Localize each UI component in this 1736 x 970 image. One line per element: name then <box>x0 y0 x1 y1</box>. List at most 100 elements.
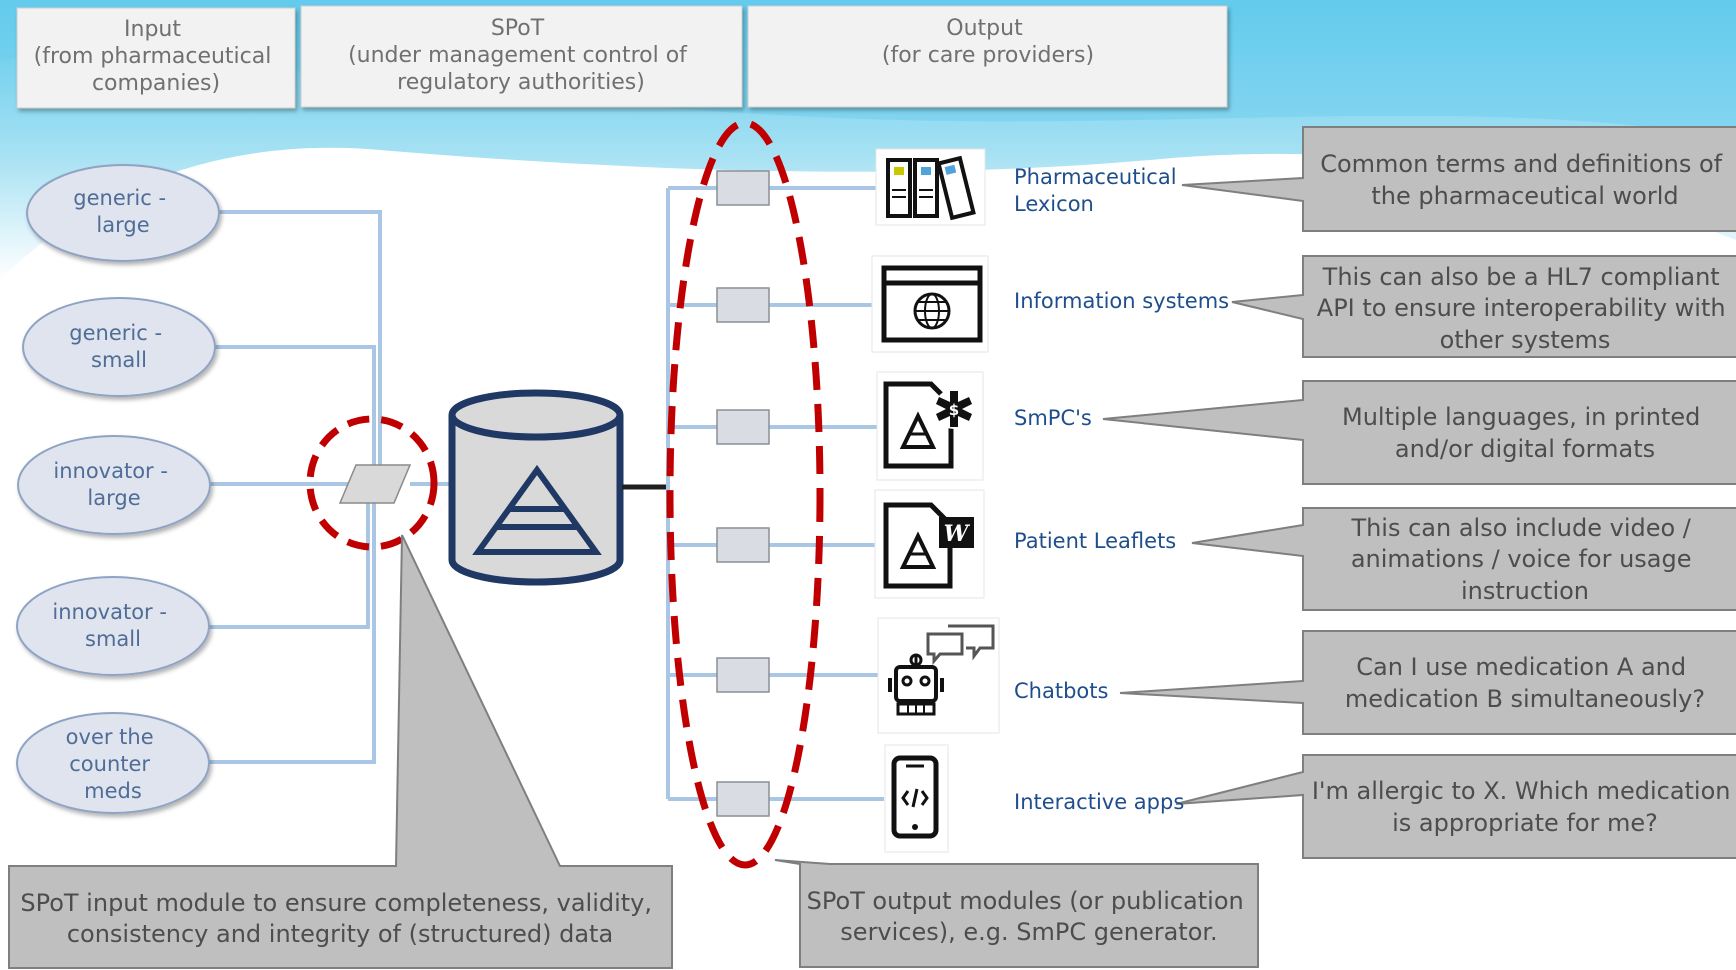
input-module-shape <box>338 464 412 504</box>
callout-information-systems: This can also be a HL7 compliant API to … <box>1231 255 1736 358</box>
callout-text-line: SPoT output modules (or publication <box>807 887 1244 915</box>
input-innovator-small: innovator - small <box>16 576 210 676</box>
output-modules-highlight <box>666 119 824 869</box>
svg-text:innovator - small: innovator - small <box>52 600 173 651</box>
input-label-line: large <box>96 213 149 237</box>
callout-text-line: the pharmaceutical world <box>1371 182 1678 210</box>
callout-text-line: Multiple languages, in printed <box>1342 403 1700 431</box>
input-innovator-large: innovator - large <box>17 435 211 535</box>
output-label-pharmaceutical-lexicon: Pharmaceutical <box>1014 165 1177 189</box>
callout-chatbots: Can I use medication A and medication B … <box>1119 630 1736 735</box>
input-label-line: meds <box>84 779 142 803</box>
input-module-highlight <box>306 415 438 551</box>
spot-database-icon <box>448 389 624 586</box>
output-modules <box>716 170 770 817</box>
callout-text-line: Can I use medication A and <box>1356 653 1686 681</box>
svg-text:This can also include video /: This can also include video / animations… <box>1350 514 1699 605</box>
header-input-line-2: (from pharmaceutical <box>34 44 272 69</box>
right-callouts: Common terms and definitions of the phar… <box>1102 126 1736 859</box>
output-label-information-systems: Information systems <box>1014 289 1229 313</box>
pyramid-logo-icon <box>472 464 602 555</box>
mobile-code-icon <box>884 744 949 853</box>
callout-text-line: services), e.g. SmPC generator. <box>840 918 1217 946</box>
svg-text:over the counter: over the counter meds <box>66 725 161 803</box>
input-label-line: small <box>85 627 141 651</box>
callout-text-line: is appropriate for me? <box>1392 809 1658 837</box>
svg-text:Can I use medication A and: Can I use medication A and medication B … <box>1345 653 1705 713</box>
svg-text:SPoT output modules (or public: SPoT output modules (or publication serv… <box>807 887 1252 946</box>
callout-smpc: Multiple languages, in printed and/or di… <box>1102 380 1736 485</box>
svg-text:SPoT input module to ensure co: SPoT input module to ensure completeness… <box>20 889 659 948</box>
input-label-line: innovator - <box>53 459 168 483</box>
callout-text-line: I'm allergic to X. Which medication <box>1312 777 1731 805</box>
callout-text-line: This can also include video / <box>1350 514 1691 542</box>
bottom-callout-output-modules: SPoT output modules (or publication serv… <box>774 859 1259 968</box>
header-output <box>747 5 1228 108</box>
output-module-box <box>716 657 770 693</box>
robot-chat-icon <box>877 617 1000 734</box>
output-connectors <box>666 186 884 801</box>
word-document-icon: W <box>874 489 985 599</box>
output-label-patient-leaflets: Patient Leaflets <box>1014 529 1176 553</box>
callout-text-line: SPoT input module to ensure completeness… <box>20 889 652 917</box>
callout-text-line: other systems <box>1440 326 1611 354</box>
output-module-box <box>716 781 770 817</box>
callout-patient-leaflets: This can also include video / animations… <box>1191 507 1736 611</box>
svg-text:Multiple languages, in printed: Multiple languages, in printed and/or di… <box>1342 403 1708 463</box>
callout-text-line: instruction <box>1461 577 1589 605</box>
output-label-interactive-apps: Interactive apps <box>1014 790 1184 814</box>
header-output-line-1: Output <box>946 16 1023 41</box>
output-label-smpcs: SmPC's <box>1014 406 1092 430</box>
header-row: Input (from pharmaceutical companies) SP… <box>16 5 1228 109</box>
svg-text:Common terms and definitions o: Common terms and definitions of the phar… <box>1320 150 1730 210</box>
callout-text-line: API to ensure interoperability with <box>1317 294 1726 322</box>
svg-text:Input (from pharmaceutic: Input (from pharmaceutical companies) <box>34 17 279 96</box>
input-label-line: generic - <box>73 186 166 210</box>
input-label-line: small <box>91 348 147 372</box>
svg-text:SPoT (under management c: SPoT (under management control of regula… <box>348 16 694 95</box>
input-label-line: counter <box>69 752 150 776</box>
input-label-line: innovator - <box>52 600 167 624</box>
output-module-box <box>716 527 770 563</box>
output-icons: $ W <box>871 148 1000 853</box>
callout-text-line: Common terms and definitions of <box>1320 150 1722 178</box>
header-input-line-1: Input <box>124 17 181 42</box>
binders-icon <box>875 148 986 226</box>
svg-text:Output (for care provide: Output (for care providers) <box>882 16 1094 68</box>
svg-text:$: $ <box>949 401 959 419</box>
header-spot <box>300 5 743 108</box>
svg-text:W: W <box>944 521 971 547</box>
output-module-box <box>716 409 770 445</box>
header-spot-line-3: regulatory authorities) <box>397 70 645 95</box>
svg-text:Pharmaceutical Lexicon: Pharmaceutical Lexicon <box>1014 165 1183 216</box>
callout-interactive-apps: I'm allergic to X. Which medication is a… <box>1175 754 1736 859</box>
callout-text-line: animations / voice for usage <box>1351 545 1692 573</box>
input-sources: generic - large generic - small innovato… <box>16 164 220 814</box>
header-output-line-2: (for care providers) <box>882 43 1094 68</box>
input-label-line: over the <box>66 725 154 749</box>
output-module-box <box>716 170 770 206</box>
input-over-the-counter: over the counter meds <box>16 712 210 814</box>
svg-text:generic - large: generic - large <box>73 186 172 237</box>
input-generic-large: generic - large <box>26 164 220 262</box>
callout-text-line: and/or digital formats <box>1395 435 1655 463</box>
header-spot-line-1: SPoT <box>491 16 545 41</box>
web-window-icon <box>871 255 989 353</box>
callout-lexicon: Common terms and definitions of the phar… <box>1181 126 1736 232</box>
svg-text:innovator - large: innovator - large <box>53 459 174 510</box>
input-generic-small: generic - small <box>22 297 216 397</box>
output-label-pharmaceutical-lexicon: Lexicon <box>1014 192 1094 216</box>
svg-text:I'm allergic to X. Which medic: I'm allergic to X. Which medication is a… <box>1312 777 1736 837</box>
header-input-line-3: companies) <box>92 71 220 96</box>
header-spot-line-2: (under management control of <box>348 43 688 68</box>
callout-text-line: This can also be a HL7 compliant <box>1322 263 1720 291</box>
input-label-line: generic - <box>69 321 162 345</box>
input-label-line: large <box>87 486 140 510</box>
svg-text:This can also be a HL7 complia: This can also be a HL7 compliant API to … <box>1317 263 1733 354</box>
smpc-document-icon: $ <box>876 371 984 481</box>
bottom-callout-input-module: SPoT input module to ensure completeness… <box>8 534 673 969</box>
callout-text-line: consistency and integrity of (structured… <box>67 920 613 948</box>
svg-text:generic - small: generic - small <box>69 321 168 372</box>
